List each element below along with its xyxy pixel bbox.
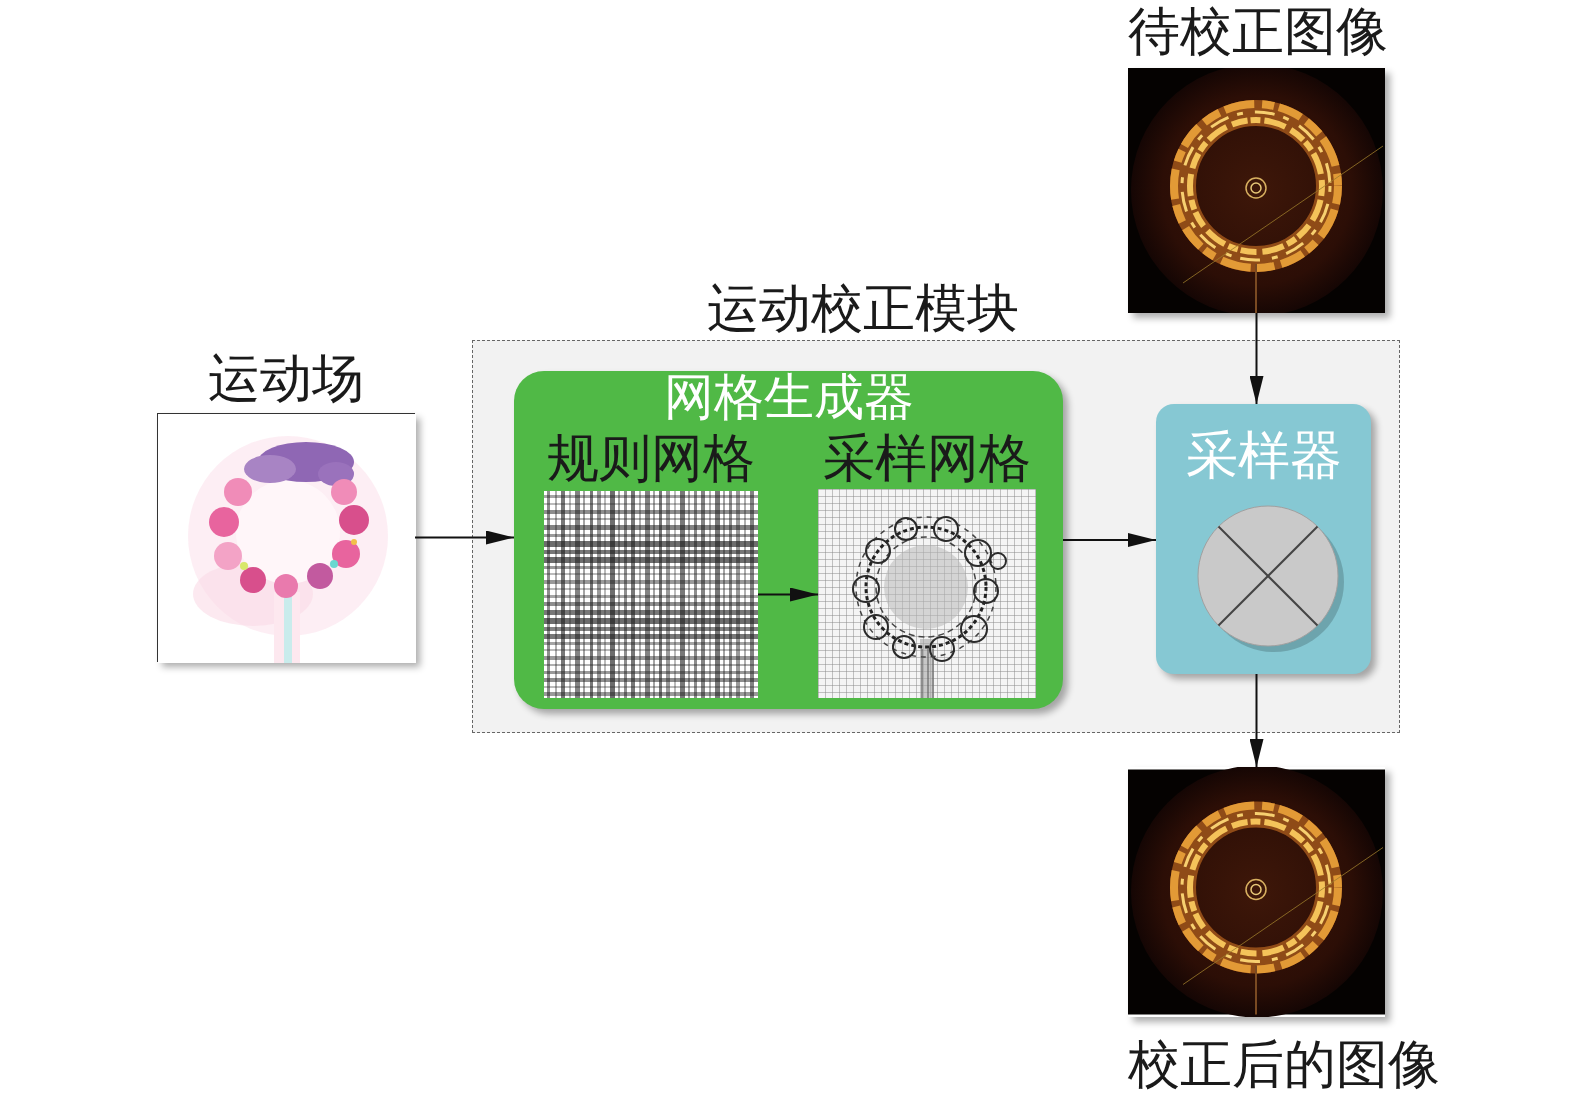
node-label: 规则网格: [544, 429, 758, 489]
module-panel: 规则网格采样网格网格生成器采样器运动校正模块: [472, 340, 1400, 733]
illustration-art: [1128, 767, 1385, 1017]
illustration-art: [544, 491, 758, 698]
illustration: [158, 414, 416, 663]
flow-arrow: [1256, 674, 1258, 767]
grid-generator-box: 规则网格采样网格网格生成器: [514, 371, 1063, 709]
node-label: 运动校正模块: [400, 279, 1326, 339]
illustration-art: [1198, 506, 1344, 652]
illustration-art: [1128, 68, 1385, 313]
node-label: 运动场: [158, 349, 414, 409]
sampling-grid-image: 采样网格: [818, 489, 1036, 698]
node-label: 校正后的图像: [1128, 1035, 1385, 1095]
flow-arrow: [758, 594, 818, 596]
illustration: [1128, 68, 1385, 313]
illustration: [818, 489, 1036, 698]
oct-output-image: 校正后的图像: [1128, 767, 1385, 1017]
motion-field-image: 运动场: [157, 413, 415, 662]
illustration: [1196, 504, 1346, 654]
flow-arrow: [1256, 313, 1258, 404]
sampler-box: 采样器: [1156, 404, 1371, 674]
node-label: 待校正图像: [1128, 2, 1385, 62]
illustration-art: [158, 414, 416, 663]
node-label: 网格生成器: [514, 369, 1063, 427]
illustration-art: [818, 489, 1036, 698]
illustration: [1128, 767, 1385, 1017]
node-label: 采样器: [1156, 426, 1371, 486]
flow-arrow: [415, 537, 514, 539]
node-label: 采样网格: [818, 429, 1036, 489]
regular-grid-image: 规则网格: [544, 491, 758, 698]
flow-arrow: [1063, 539, 1156, 541]
illustration: [544, 491, 758, 698]
oct-input-image: 待校正图像: [1128, 68, 1385, 313]
